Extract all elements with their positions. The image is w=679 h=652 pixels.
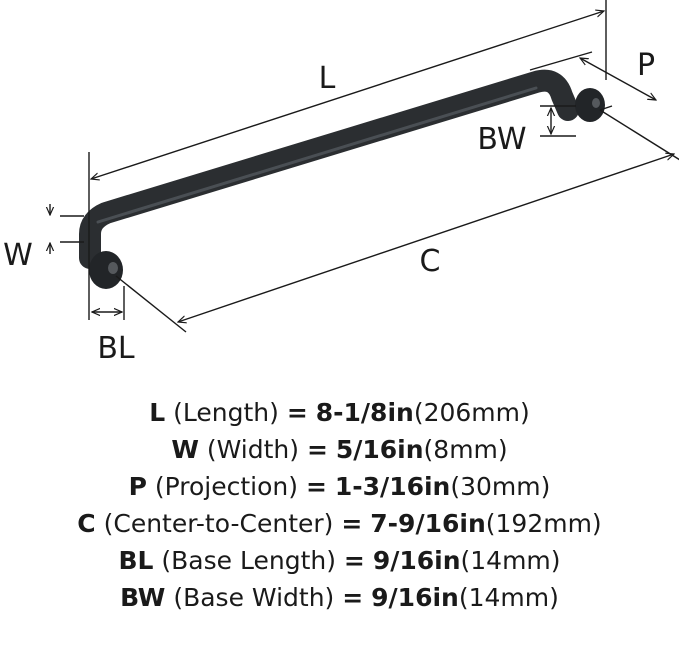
spec-name: (Width): [206, 435, 299, 464]
right-base-hole: [592, 98, 600, 108]
handle-bar: [79, 69, 579, 269]
label-p: P: [637, 48, 655, 83]
spec-metric: (14mm): [460, 546, 561, 575]
p-dimension-line: [580, 58, 656, 100]
right-base-post: [575, 88, 605, 122]
cabinet-pull-handle: [79, 69, 605, 289]
spec-code: BW: [120, 583, 166, 612]
left-base-post: [89, 251, 123, 289]
spec-code: C: [77, 509, 96, 538]
handle-dimension-diagram: L P BW W C BL: [3, 0, 679, 366]
spec-name: (Base Length): [161, 546, 336, 575]
dimension-specifications: L (Length) = 8-1/8in(206mm) W (Width) = …: [0, 394, 679, 616]
spec-code: BL: [118, 546, 154, 575]
l-dimension-line: [91, 11, 604, 179]
label-l: L: [319, 61, 336, 96]
spec-code: W: [171, 435, 199, 464]
spec-metric: (8mm): [423, 435, 508, 464]
spec-equals: =: [343, 546, 365, 575]
spec-name: (Projection): [154, 472, 299, 501]
spec-code: P: [128, 472, 147, 501]
label-w: W: [3, 238, 33, 273]
label-c: C: [420, 244, 441, 279]
spec-name: (Length): [173, 398, 279, 427]
spec-metric: (206mm): [413, 398, 530, 427]
c-extension-right: [599, 109, 679, 161]
label-bl: BL: [97, 331, 135, 366]
spec-row-width: W (Width) = 5/16in(8mm): [0, 431, 679, 468]
spec-equals: =: [342, 583, 364, 612]
spec-imperial: 9/16in: [371, 583, 459, 612]
label-bw: BW: [477, 122, 526, 157]
spec-row-base-width: BW (Base Width) = 9/16in(14mm): [0, 579, 679, 616]
extension-lines: [60, 0, 679, 333]
spec-row-base-length: BL (Base Length) = 9/16in(14mm): [0, 542, 679, 579]
spec-imperial: 8-1/8in: [315, 398, 414, 427]
spec-name: (Center-to-Center): [103, 509, 334, 538]
spec-imperial: 1-3/16in: [334, 472, 451, 501]
spec-equals: =: [306, 435, 328, 464]
spec-imperial: 9/16in: [372, 546, 461, 575]
spec-metric: (14mm): [458, 583, 559, 612]
left-base-hole: [108, 262, 118, 274]
c-extension-left: [115, 275, 187, 333]
spec-code: L: [149, 398, 166, 427]
c-dimension-line: [178, 154, 674, 322]
spec-imperial: 7-9/16in: [370, 509, 486, 538]
spec-row-center-to-center: C (Center-to-Center) = 7-9/16in(192mm): [0, 505, 679, 542]
spec-row-projection: P (Projection) = 1-3/16in(30mm): [0, 468, 679, 505]
spec-equals: =: [305, 472, 327, 501]
spec-equals: =: [341, 509, 363, 538]
spec-metric: (192mm): [485, 509, 602, 538]
spec-equals: =: [286, 398, 308, 427]
p-extension-back: [529, 51, 593, 71]
dimension-lines: [50, 11, 674, 322]
spec-name: (Base Width): [173, 583, 335, 612]
spec-row-length: L (Length) = 8-1/8in(206mm): [0, 394, 679, 431]
spec-imperial: 5/16in: [335, 435, 424, 464]
spec-metric: (30mm): [450, 472, 551, 501]
